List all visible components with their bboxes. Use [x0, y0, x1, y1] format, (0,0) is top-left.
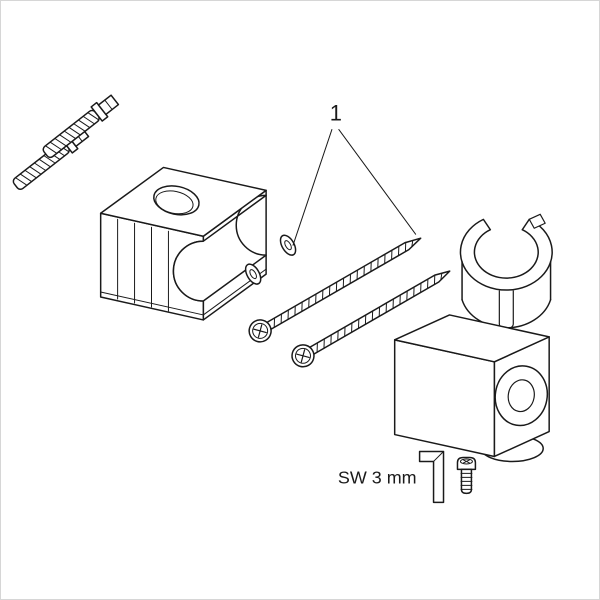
set-screw-cross: [462, 459, 470, 464]
mounting-plate: [99, 166, 267, 321]
phillips-cross-icon: [253, 324, 267, 338]
screw-head-rim: [252, 322, 269, 339]
tool-note: SW 3 mm: [338, 450, 477, 504]
screw-head-rim: [295, 347, 311, 364]
screw-threads: [273, 239, 414, 328]
wall-outlet-body: [393, 314, 550, 463]
fixing-screw-2: [291, 270, 451, 368]
clip-side-edges: [461, 261, 552, 301]
callout-leader-lines: [292, 129, 417, 246]
callout-1: 1: [292, 101, 417, 246]
washer-inner: [284, 240, 292, 251]
washer-inner: [249, 269, 257, 280]
anchor-neck-line: [104, 99, 113, 110]
phillips-cross-icon: [296, 349, 310, 363]
shower-holder-clip: [459, 213, 553, 330]
plate-hole-inner: [155, 190, 194, 215]
outlet-top-face: [393, 314, 550, 363]
outlet-socket-outer: [494, 365, 549, 427]
tool-size-label: SW 3 mm: [338, 467, 417, 487]
clip-tab: [528, 213, 546, 229]
set-screw-threads: [460, 472, 473, 490]
outlet-socket-inner: [507, 379, 535, 413]
callout-label: 1: [330, 101, 342, 126]
plate-front-ribs: [117, 218, 169, 312]
allen-key-outline: [418, 450, 445, 504]
clip-silhouette: [460, 214, 553, 328]
set-screw-head-top: [459, 458, 473, 465]
fixing-screw-1: [248, 237, 422, 343]
allen-key-bend-line: [433, 450, 445, 462]
screw-threads: [316, 272, 443, 353]
wall-plug-anchor-2: [42, 94, 120, 159]
anchor-ribs: [45, 112, 100, 154]
washer-2: [279, 234, 297, 256]
plate-hole-outer: [153, 185, 200, 216]
washer-1: [244, 263, 262, 285]
clip-band: [459, 218, 553, 291]
set-screw-icon: [456, 456, 477, 495]
allen-key-icon: [418, 450, 445, 504]
